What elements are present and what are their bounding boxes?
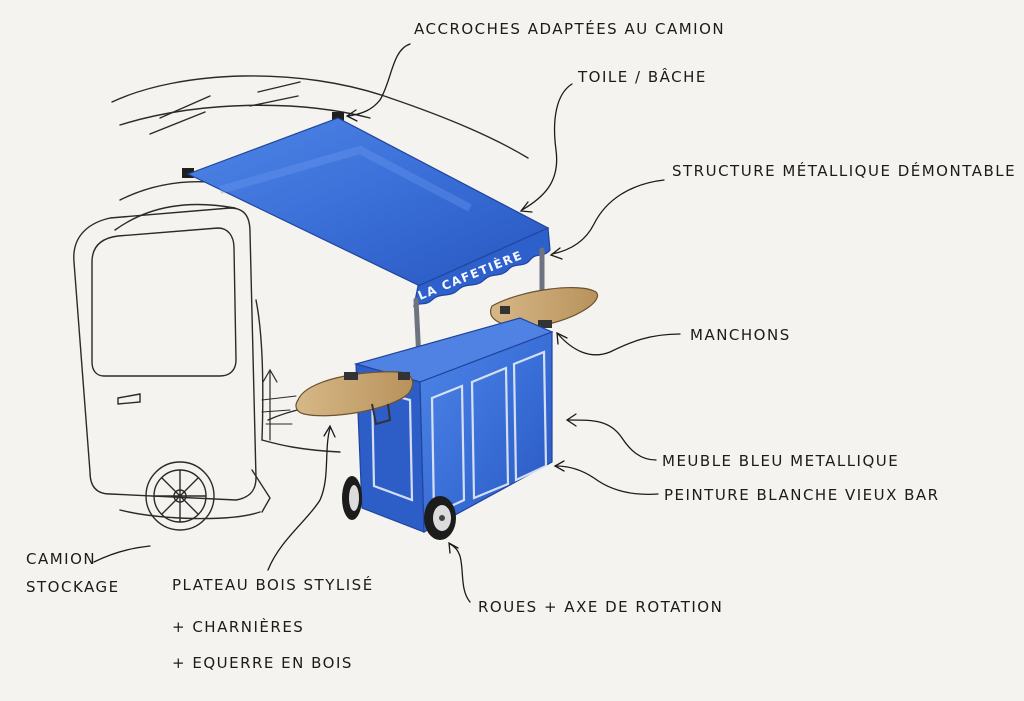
label-manchons: MANCHONS — [690, 326, 791, 344]
label-toile: TOILE / BÂCHE — [578, 68, 707, 86]
label-meuble: MEUBLE BLEU METALLIQUE — [662, 452, 899, 470]
label-plateau-line2: + CHARNIÈRES — [172, 618, 304, 636]
label-camion-line2: STOCKAGE — [26, 578, 120, 596]
label-peinture: PEINTURE BLANCHE VIEUX BAR — [664, 486, 940, 504]
label-plateau-line1: PLATEAU BOIS STYLISÉ — [172, 576, 374, 594]
sleeve-left — [398, 372, 410, 380]
label-camion-line1: CAMION — [26, 550, 96, 568]
blue-cabinet — [356, 318, 552, 532]
label-plateau-line3: + EQUERRE EN BOIS — [172, 654, 353, 672]
label-accroches: ACCROCHES ADAPTÉES AU CAMION — [414, 20, 725, 38]
label-roues: ROUES + AXE DE ROTATION — [478, 598, 723, 616]
label-structure: STRUCTURE MÉTALLIQUE DÉMONTABLE — [672, 162, 1016, 180]
